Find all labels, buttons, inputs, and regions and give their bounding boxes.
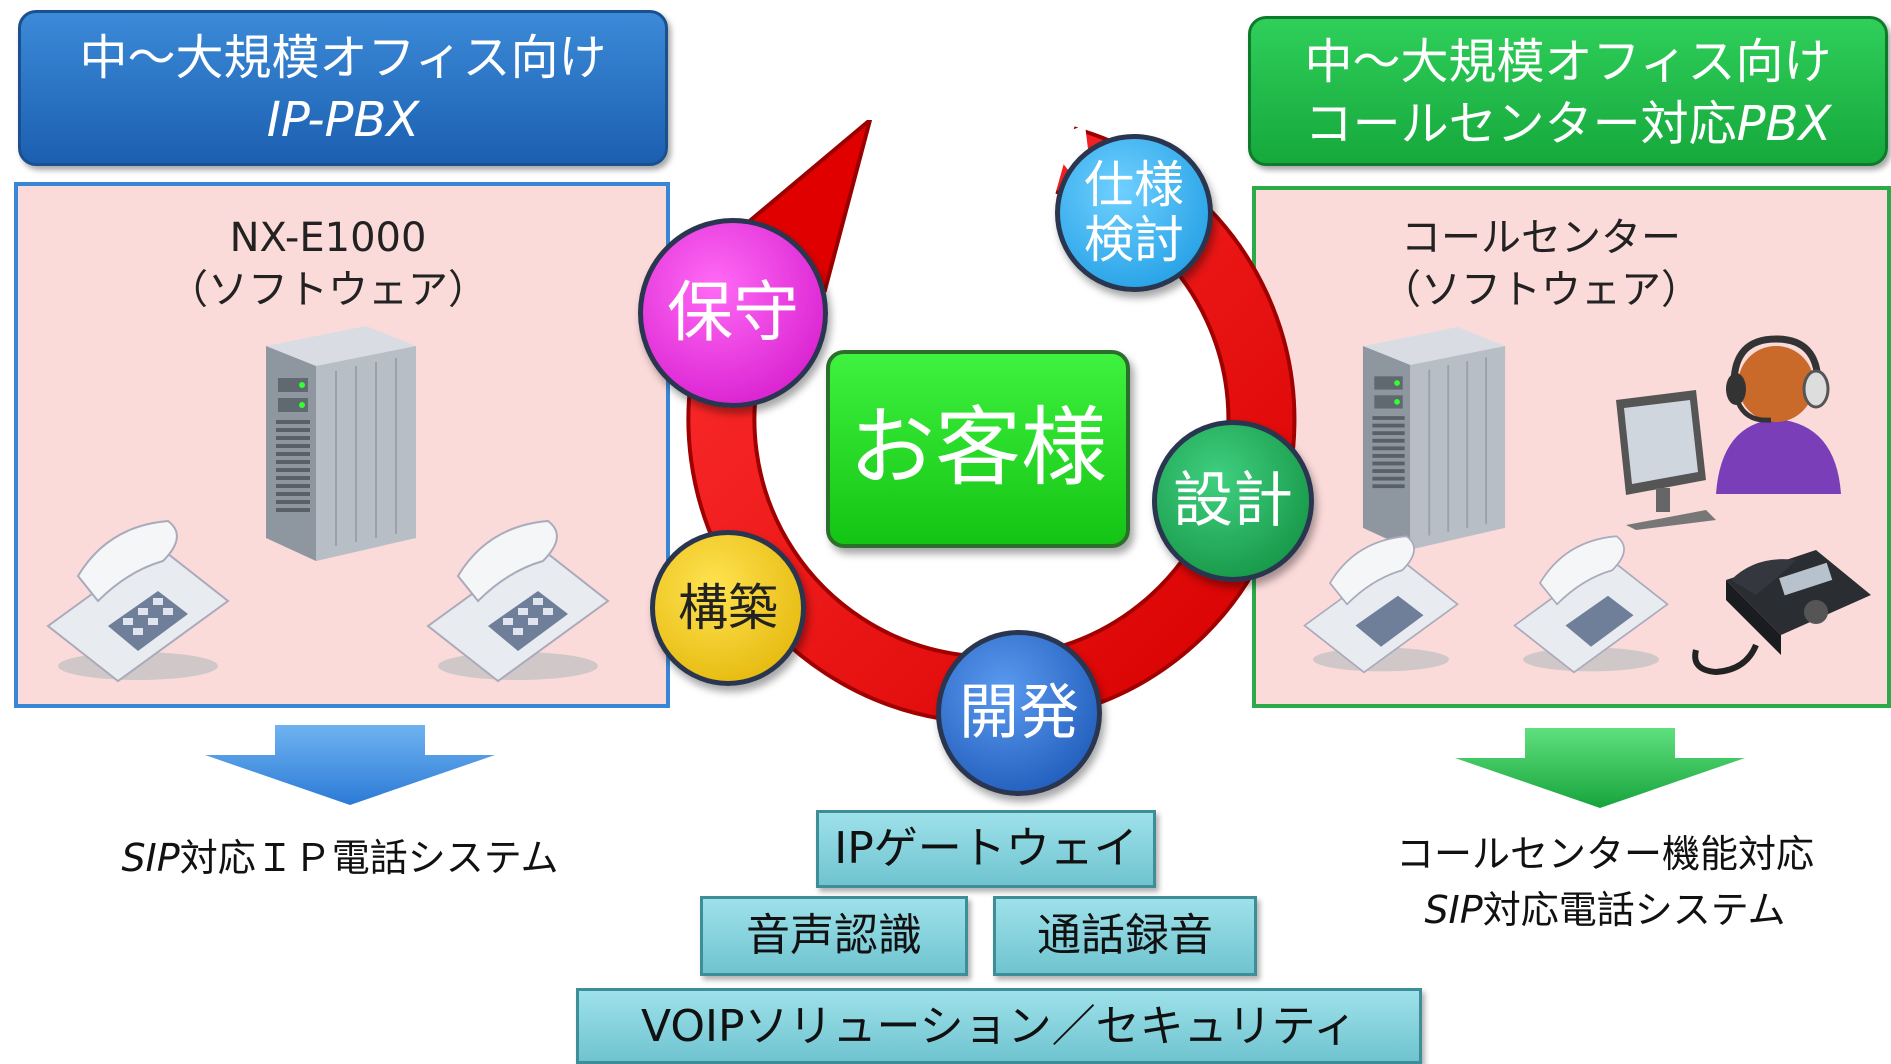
right-header-line2a: コールセンター対応 (1304, 96, 1737, 152)
operator-headset-icon (1716, 335, 1841, 494)
right-product-name: コールセンター (1401, 215, 1681, 261)
server-icon (1362, 327, 1506, 550)
right-header-line2b: PBX (1736, 96, 1832, 152)
left-product-name: NX-E1000 (229, 215, 427, 261)
stack-bottom-box: VOIPソリューション／セキュリティ (576, 988, 1422, 1064)
step-maintenance-label: 保守 (667, 273, 799, 351)
desk-phone-icon (1692, 550, 1871, 676)
right-caption-line1: コールセンター機能対応 (1395, 832, 1814, 876)
step-spec-line1: 仕様 (1084, 156, 1184, 214)
left-caption-rest: 対応ＩＰ電話システム (179, 836, 559, 880)
stack-mid-left-box: 音声認識 (700, 896, 968, 976)
desk-phone-icon (1303, 535, 1459, 674)
desk-phone-icon (1513, 535, 1669, 674)
desk-phone-icon (46, 519, 230, 683)
left-caption-sip: SIP (121, 836, 180, 880)
step-circle-design: 設計 (1152, 420, 1314, 582)
left-header: 中～大規模オフィス向け IP-PBX (18, 10, 668, 166)
right-caption-sip: SIP (1424, 888, 1483, 932)
step-circle-develop: 開発 (936, 630, 1102, 796)
stack-mid-right-box: 通話録音 (993, 896, 1257, 976)
left-product-sub: （ソフトウェア） (168, 267, 488, 313)
step-develop-label: 開発 (959, 678, 1079, 748)
down-arrow-icon (1455, 728, 1745, 808)
right-caption: コールセンター機能対応 SIP対応電話システム (1355, 826, 1855, 938)
down-arrow-icon (205, 725, 495, 805)
step-design-label: 設計 (1173, 466, 1293, 536)
right-header: 中～大規模オフィス向け コールセンター対応PBX (1248, 16, 1888, 166)
right-caption-line2-rest: 対応電話システム (1482, 888, 1786, 932)
step-spec-line2: 検討 (1084, 211, 1184, 269)
left-header-line2: IP-PBX (266, 92, 420, 148)
right-panel: コールセンター （ソフトウェア） (1252, 186, 1891, 708)
step-build-label: 構築 (678, 578, 778, 637)
right-product-sub: （ソフトウェア） (1381, 267, 1701, 313)
left-header-line1: 中～大規模オフィス向け (79, 30, 607, 86)
step-circle-maintenance: 保守 (638, 218, 828, 408)
right-header-line1: 中～大規模オフィス向け (1304, 34, 1832, 90)
monitor-icon (1616, 390, 1716, 530)
server-icon (266, 326, 416, 561)
desk-phone-icon (426, 519, 610, 683)
left-caption: SIP対応ＩＰ電話システム (40, 830, 640, 886)
left-panel: NX-E1000 （ソフトウェア） (14, 182, 670, 708)
center-box: お客様 (826, 350, 1130, 548)
step-circle-spec: 仕様検討 (1055, 134, 1213, 292)
stack-top-box: IPゲートウェイ (816, 810, 1156, 888)
step-circle-build: 構築 (650, 530, 806, 686)
